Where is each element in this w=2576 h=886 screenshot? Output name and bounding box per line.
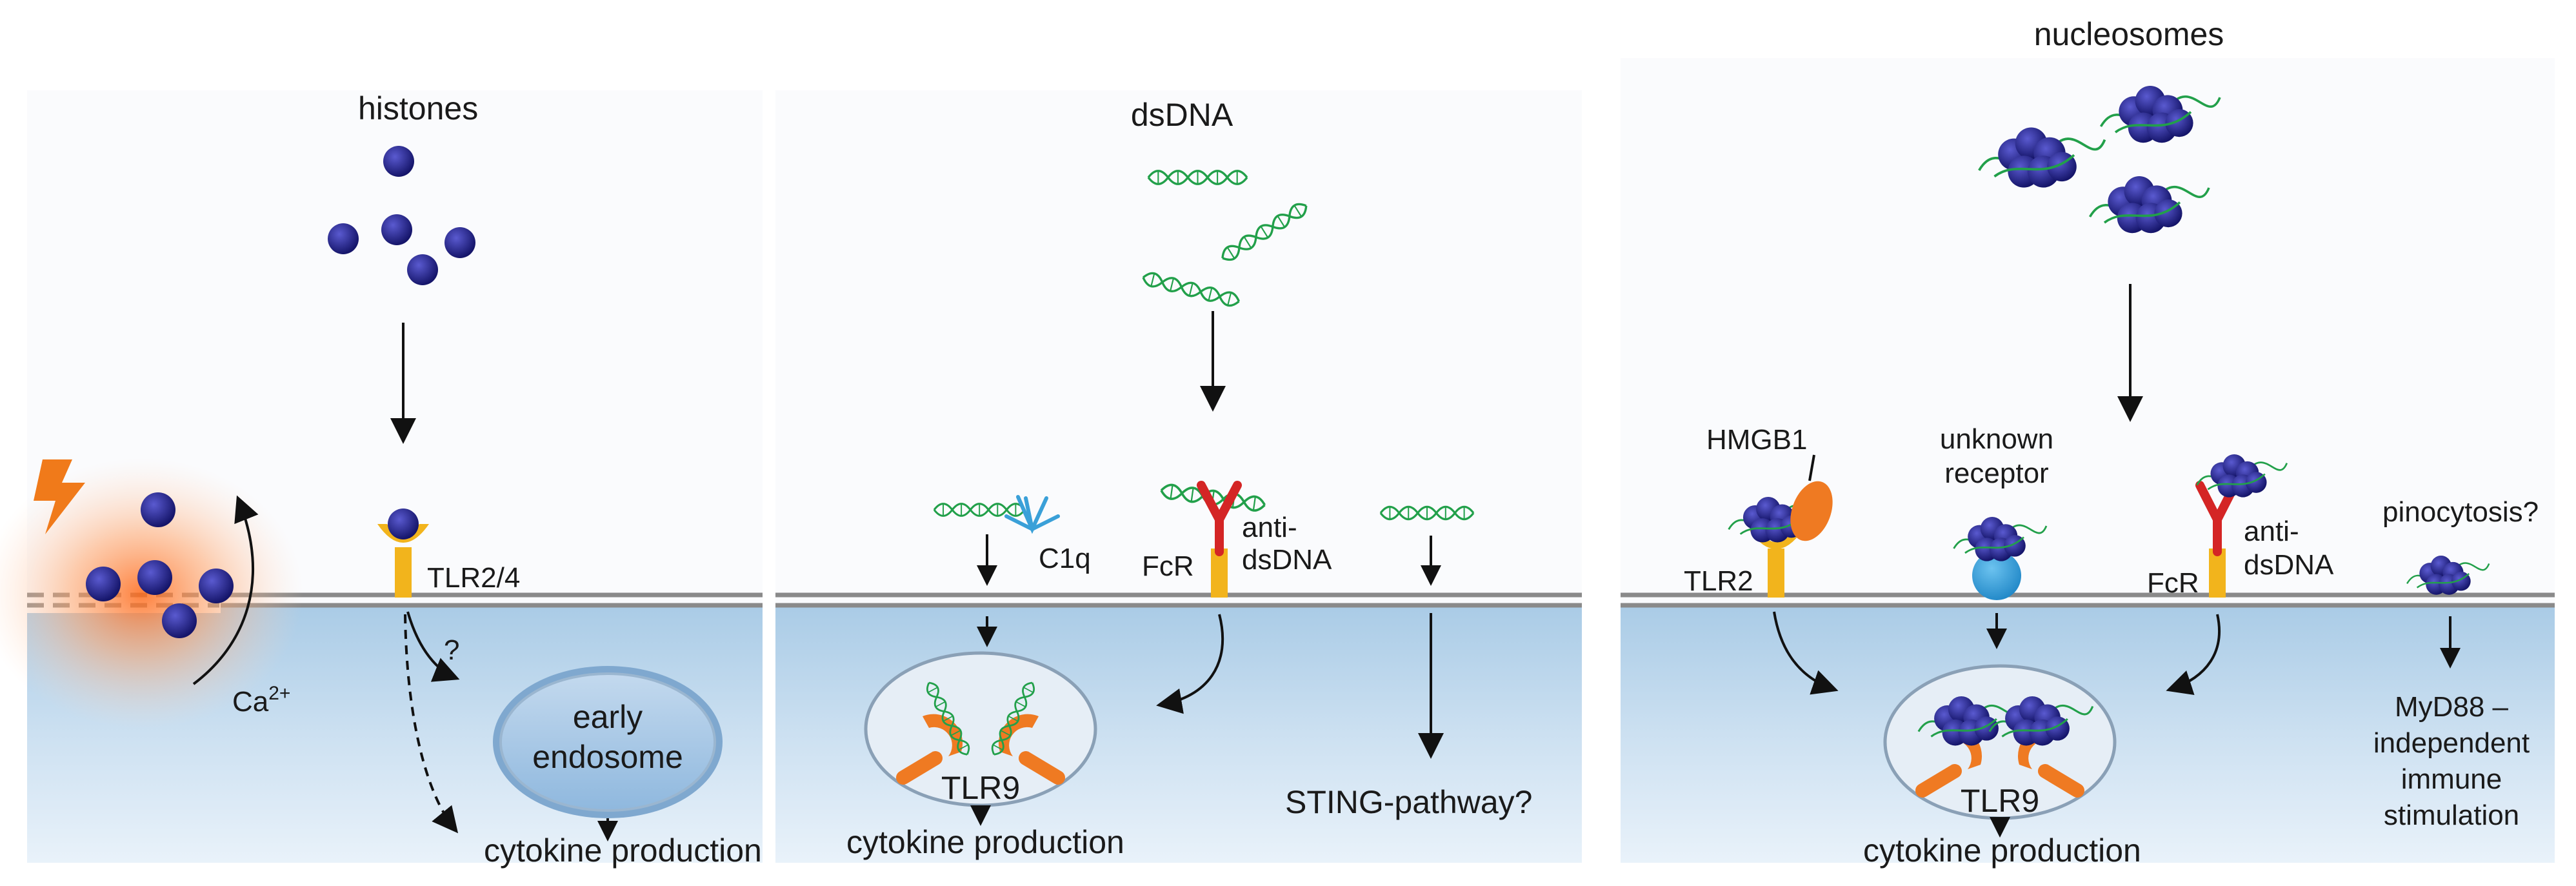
unknown-receptor-label-line1: unknown — [1940, 423, 2053, 455]
hmgb1-tlr2-complex — [1728, 454, 1833, 598]
membrane-histones — [86, 492, 234, 638]
fcr-label-middle: FcR — [1142, 550, 1194, 582]
lightning-icon — [34, 459, 85, 534]
nucleosomes-label: nucleosomes — [2034, 16, 2224, 52]
myd88-label-line3: immune — [2401, 763, 2502, 795]
unknown-receptor — [1953, 516, 2048, 600]
free-histones — [328, 146, 475, 285]
cytokine-label-left: cytokine production — [484, 832, 762, 869]
myd88-label-line1: MyD88 – — [2395, 691, 2509, 723]
c1q-molecule — [1004, 495, 1060, 534]
antibody-label-right-line1: anti- — [2244, 516, 2299, 547]
tlr9-receptors-middle — [896, 679, 1065, 785]
unknown-receptor-label-line2: receptor — [1944, 458, 2048, 489]
antibody-label-middle-line2: dsDNA — [1242, 544, 1332, 576]
panel-nucleosomes: nucleosomes HMGB1 TLR2 unknown receptor — [1621, 16, 2555, 869]
fcr-label-right: FcR — [2147, 567, 2199, 599]
tlr9-label-middle: TLR9 — [941, 770, 1020, 806]
dsdna-label: dsDNA — [1131, 97, 1233, 133]
endosome-label-line2: endosome — [532, 739, 683, 775]
panel-dsdna: dsDNA C1q FcR anti- dsDNA — [775, 90, 1582, 863]
fcr-antibody-complex — [1159, 481, 1267, 598]
endosome-label-line1: early — [573, 699, 643, 735]
tlr24-label: TLR2/4 — [427, 562, 520, 594]
panel-histones: Ca2+ histones TLR2/4 ? early endosome cy… — [0, 90, 763, 869]
fcr-antibody-nucleosome — [2195, 453, 2288, 598]
antibody-label-middle-line1: anti- — [1242, 512, 1297, 543]
calcium-influx-arrow — [192, 495, 259, 685]
tlr9-receptors-right — [1915, 695, 2094, 798]
hmgb1-label: HMGB1 — [1706, 424, 1807, 456]
cytokine-label-middle: cytokine production — [846, 824, 1124, 860]
myd88-label-line4: stimulation — [2384, 800, 2519, 831]
antibody-label-right-line2: dsDNA — [2244, 549, 2334, 581]
fcr-internalization-arrow — [1156, 614, 1224, 714]
tlr2-internalization-arrow — [1773, 611, 1839, 695]
cytokine-label-right: cytokine production — [1863, 832, 2141, 869]
panel-middle-background — [775, 90, 1582, 607]
calcium-label: Ca2+ — [232, 683, 290, 718]
pinocytosis-label: pinocytosis? — [2382, 496, 2539, 528]
c1q-label: C1q — [1039, 543, 1091, 574]
dashed-signaling-arrow — [404, 614, 459, 834]
fcr-internalization-arrow-right — [2166, 614, 2221, 696]
question-label: ? — [444, 634, 459, 666]
endocytosis-arrow — [406, 611, 460, 682]
tlr9-label-right: TLR9 — [1961, 783, 2039, 819]
tlr2-label: TLR2 — [1684, 565, 1753, 597]
sting-label: STING-pathway? — [1285, 784, 1532, 820]
histones-label: histones — [358, 90, 478, 126]
myd88-label-line2: independent — [2373, 727, 2530, 759]
tlr24-receptor — [377, 508, 429, 598]
